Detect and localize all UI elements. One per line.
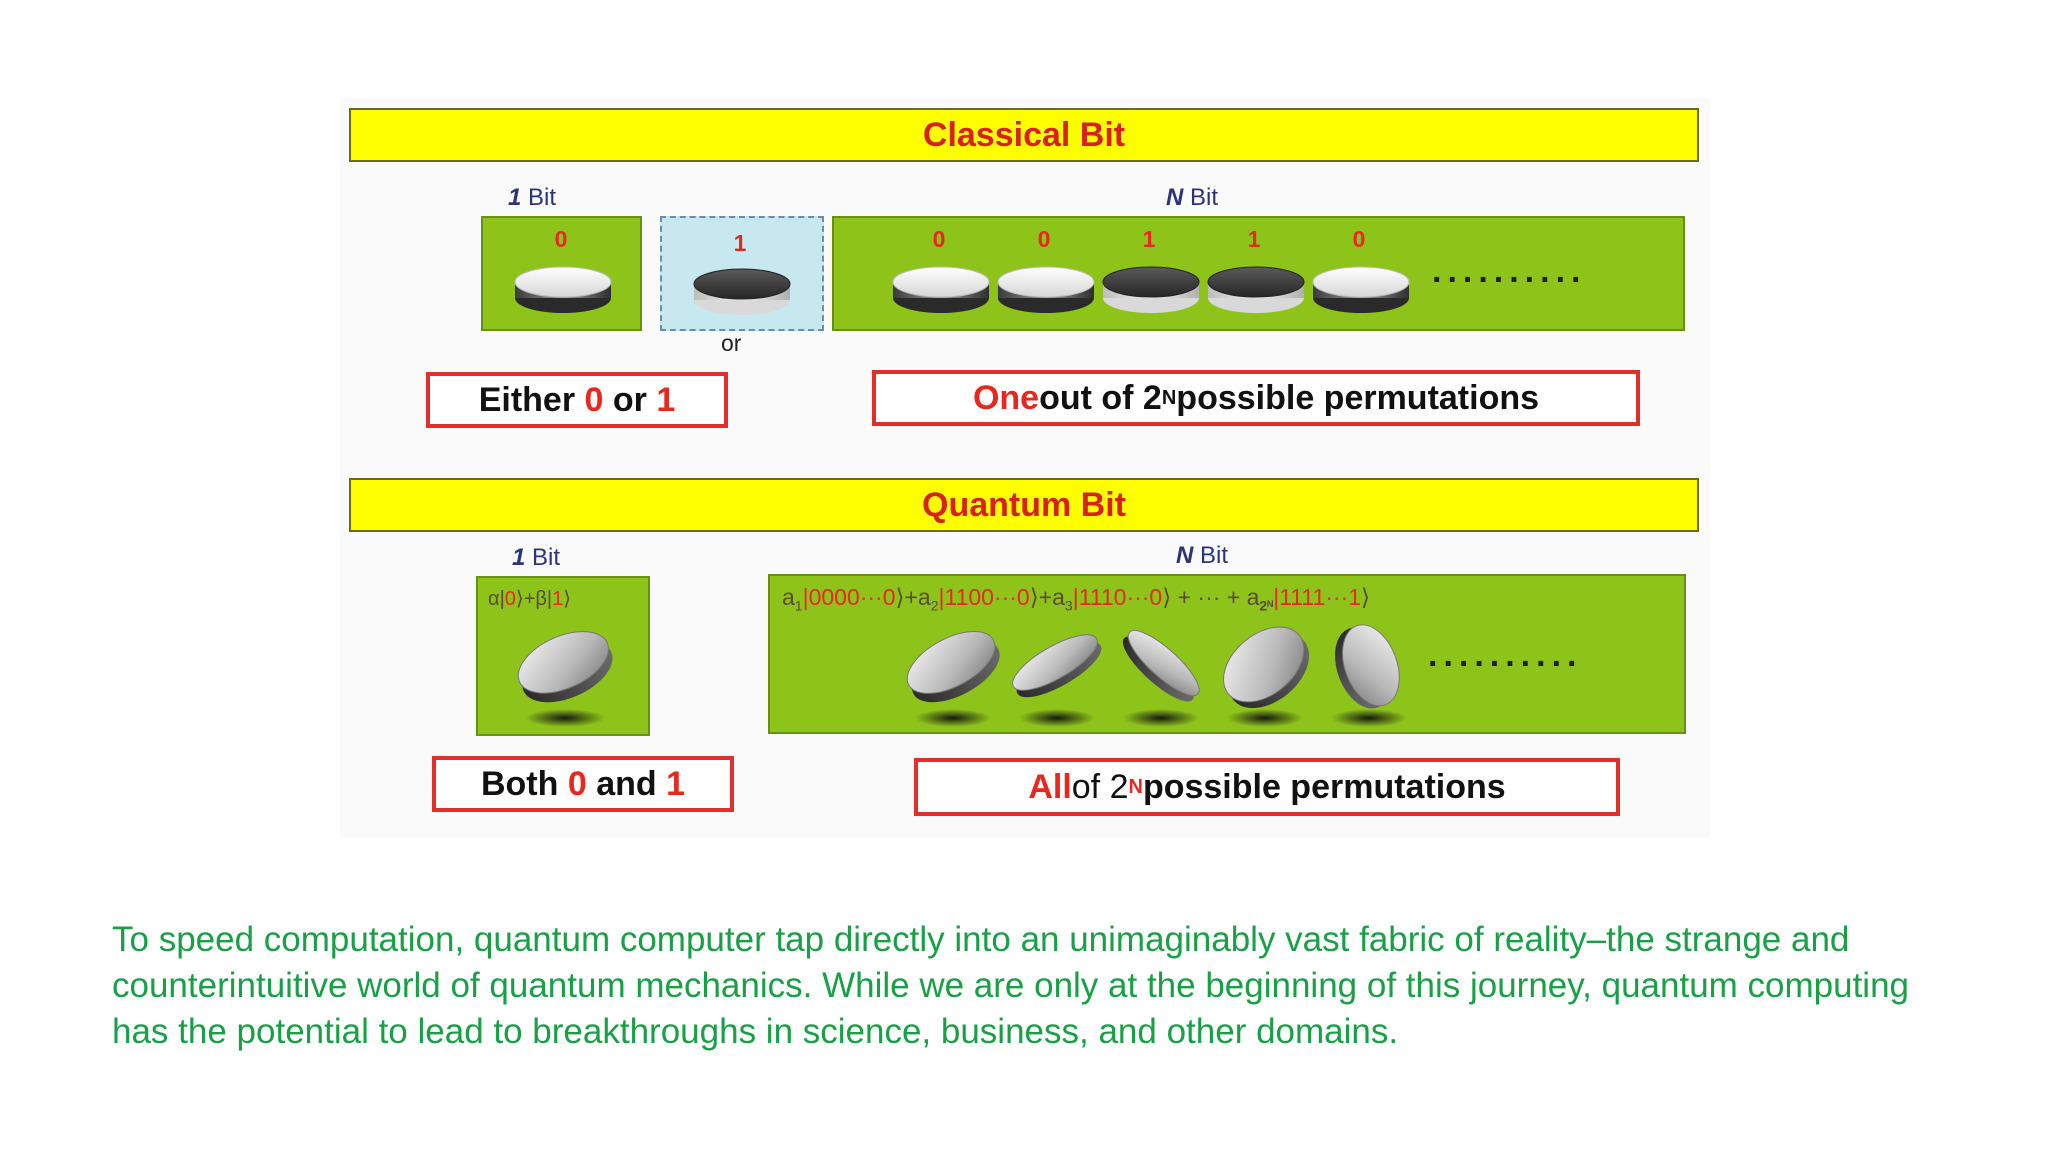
classical-1-bit-label: 1 Bit	[508, 184, 557, 211]
bit-value-digit: 1	[733, 230, 747, 256]
white-disc-icon	[892, 266, 990, 313]
quantum-1-bit-label: 1 Bit	[512, 544, 561, 571]
classical-n-bit-label: N Bit	[1166, 184, 1219, 211]
both-0-and-1-box: Both 0 and 1	[432, 756, 734, 812]
white-disc-icon	[514, 266, 612, 313]
tilted-disc-icon	[1122, 630, 1200, 727]
bit-value-digit: 0	[1352, 226, 1366, 252]
black-disc-icon	[1102, 266, 1200, 313]
qubit-diagram: Classical Bit 1 Bit N Bit 0 1 or 0 0 1 1…	[340, 98, 1710, 838]
superposition-formula: α|0⟩+β|1⟩	[488, 588, 572, 610]
quantum-single-bit-panel: α|0⟩+β|1⟩	[476, 576, 650, 736]
quantum-bit-banner: Quantum Bit	[349, 478, 1699, 532]
superposition-sum-formula: a1|0000···0⟩+a2|1100···0⟩+a3|1110···0⟩ +…	[782, 584, 1371, 614]
classical-bit-title: Classical Bit	[922, 115, 1126, 154]
classical-bit-banner: Classical Bit	[349, 108, 1699, 162]
or-label: or	[721, 330, 742, 356]
bit-value-digit: 1	[1247, 226, 1261, 252]
bit-value-digit: 0	[1037, 226, 1051, 252]
white-disc-icon	[997, 266, 1095, 313]
tilted-disc-icon	[1331, 624, 1407, 727]
classical-n-bit-panel: 0 0 1 1 0 ..........	[832, 216, 1685, 331]
black-disc-icon	[693, 268, 791, 315]
bit-value-digit: 0	[932, 226, 946, 252]
classical-single-bit-panel: 0	[481, 216, 642, 331]
bit-value-digit: 0	[554, 226, 568, 252]
quantum-n-bit-label: N Bit	[1176, 542, 1229, 569]
tilted-disc-icon	[1012, 634, 1102, 727]
tilted-disc-icon	[1223, 626, 1310, 727]
quantum-bit-title: Quantum Bit	[922, 485, 1126, 524]
quantum-n-bit-panel: a1|0000···0⟩+a2|1100···0⟩+a3|1110···0⟩ +…	[768, 574, 1686, 734]
either-0-or-1-box: Either 0 or 1	[426, 372, 728, 428]
bit-value-digit: 1	[1142, 226, 1156, 252]
classical-single-bit-alt-panel: 1	[660, 216, 824, 331]
tilted-disc-icon	[517, 631, 613, 727]
black-disc-icon	[1207, 266, 1305, 313]
white-disc-icon	[1312, 266, 1410, 313]
ellipsis-dots: ..........	[1428, 636, 1583, 674]
tilted-disc-icon	[906, 631, 1000, 727]
ellipsis-dots: ..........	[1432, 252, 1587, 290]
caption-paragraph: To speed computation, quantum computer t…	[112, 920, 1910, 1051]
